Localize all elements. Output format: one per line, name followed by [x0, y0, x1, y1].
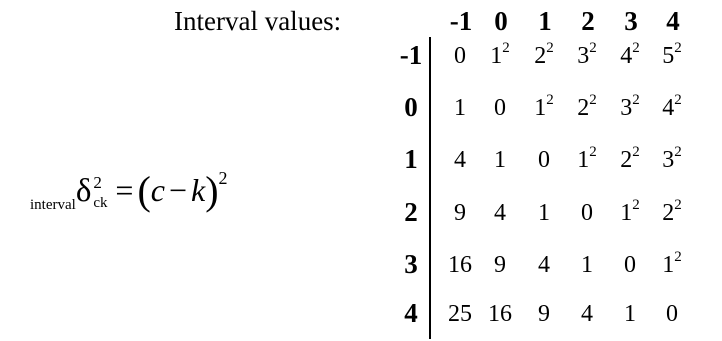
table-cell: 0 — [454, 43, 466, 69]
formula-var-c: c — [150, 172, 165, 208]
table-cell: 12 — [620, 197, 640, 227]
table-cell: 0 — [581, 200, 593, 226]
table-title: Interval values: — [174, 6, 342, 36]
table-cell: 4 — [454, 147, 466, 173]
column-header: 0 — [494, 6, 508, 36]
formula-open-paren: ( — [137, 168, 151, 213]
table-cell: 52 — [662, 40, 682, 70]
table-cell: 0 — [494, 95, 506, 121]
table-cell: 1 — [624, 301, 636, 327]
formula-var-k: k — [191, 172, 206, 208]
formula-minus: − — [168, 172, 188, 208]
table-cell: 0 — [666, 301, 678, 327]
column-header: 4 — [666, 6, 680, 36]
table-cell: 9 — [538, 301, 550, 327]
table-cell: 9 — [494, 252, 506, 278]
table-cell: 16 — [488, 301, 512, 327]
column-header: 1 — [538, 6, 552, 36]
table-cell: 22 — [662, 197, 682, 227]
formula-prefix-subscript: interval — [30, 197, 76, 213]
table-cell: 12 — [577, 144, 597, 174]
formula-sup-sub: 2 ck — [91, 172, 113, 214]
table-cell: 32 — [577, 40, 597, 70]
formula-superscript: 2 — [93, 172, 102, 192]
formula-delta-symbol: δ — [75, 173, 92, 209]
table-cell: 42 — [620, 40, 640, 70]
table-cell: 1 — [494, 147, 506, 173]
table-cell: 0 — [624, 252, 636, 278]
table-cell: 12 — [662, 249, 682, 279]
table-cell: 16 — [448, 252, 472, 278]
row-header: 1 — [404, 144, 418, 174]
table-cell: 22 — [577, 92, 597, 122]
table-cell: 42 — [662, 92, 682, 122]
formula-power: 2 — [218, 168, 228, 188]
row-header: 4 — [404, 298, 418, 328]
table-cell: 12 — [490, 40, 510, 70]
table-cell: 1 — [581, 252, 593, 278]
formula-subscript: ck — [93, 194, 108, 211]
row-header: 0 — [404, 92, 418, 122]
row-header: 3 — [404, 249, 418, 279]
table-cell: 4 — [538, 252, 550, 278]
column-header: 3 — [624, 6, 638, 36]
table-cell: 4 — [494, 200, 506, 226]
row-header: -1 — [399, 40, 423, 70]
table-cell: 12 — [534, 92, 554, 122]
table-row-header-divider — [429, 37, 431, 339]
column-header: 2 — [581, 6, 595, 36]
table-cell: 9 — [454, 200, 466, 226]
table-cell: 22 — [620, 144, 640, 174]
table-cell: 1 — [538, 200, 550, 226]
table-cell: 0 — [538, 147, 550, 173]
formula-close-paren: ) — [205, 168, 219, 213]
table-cell: 22 — [534, 40, 554, 70]
table-cell: 25 — [448, 301, 472, 327]
formula-equals: = — [115, 172, 134, 208]
row-header: 2 — [404, 197, 418, 227]
table-cell: 4 — [581, 301, 593, 327]
table-cell: 1 — [454, 95, 466, 121]
column-header: -1 — [449, 6, 473, 36]
table-cell: 32 — [662, 144, 682, 174]
table-cell: 32 — [620, 92, 640, 122]
